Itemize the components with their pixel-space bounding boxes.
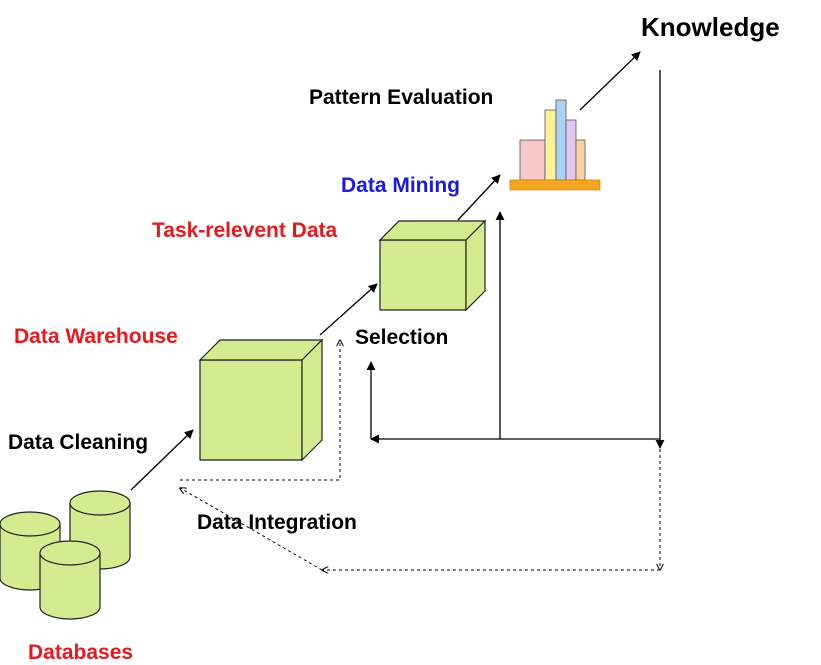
database-cylinder-icon <box>39 540 101 620</box>
dashed-line-to-warehouse <box>180 340 340 481</box>
data-integration-label: Data Integration <box>197 511 357 534</box>
arrow-chart-to-knowledge <box>579 51 641 111</box>
pattern-evaluation-label: Pattern Evaluation <box>309 86 493 109</box>
data-mining-label: Data Mining <box>341 174 460 197</box>
knowledge-label: Knowledge <box>641 12 780 42</box>
databases-label: Databases <box>28 641 133 664</box>
selection-label: Selection <box>355 326 448 349</box>
databases-icon <box>0 490 131 620</box>
arrow-databases-to-warehouse <box>130 429 194 491</box>
data-warehouse-label: Data Warehouse <box>14 325 178 348</box>
task-relevant-data-label: Task-relevent Data <box>152 219 338 242</box>
arrow-warehouse-to-task-data <box>319 283 378 336</box>
arrow-task-data-to-chart <box>457 174 501 221</box>
data-cleaning-label: Data Cleaning <box>8 431 148 454</box>
bar-chart-icon <box>509 99 601 191</box>
task-relevant-data-cube-icon <box>378 219 487 312</box>
data-warehouse-cube-icon <box>198 338 324 462</box>
